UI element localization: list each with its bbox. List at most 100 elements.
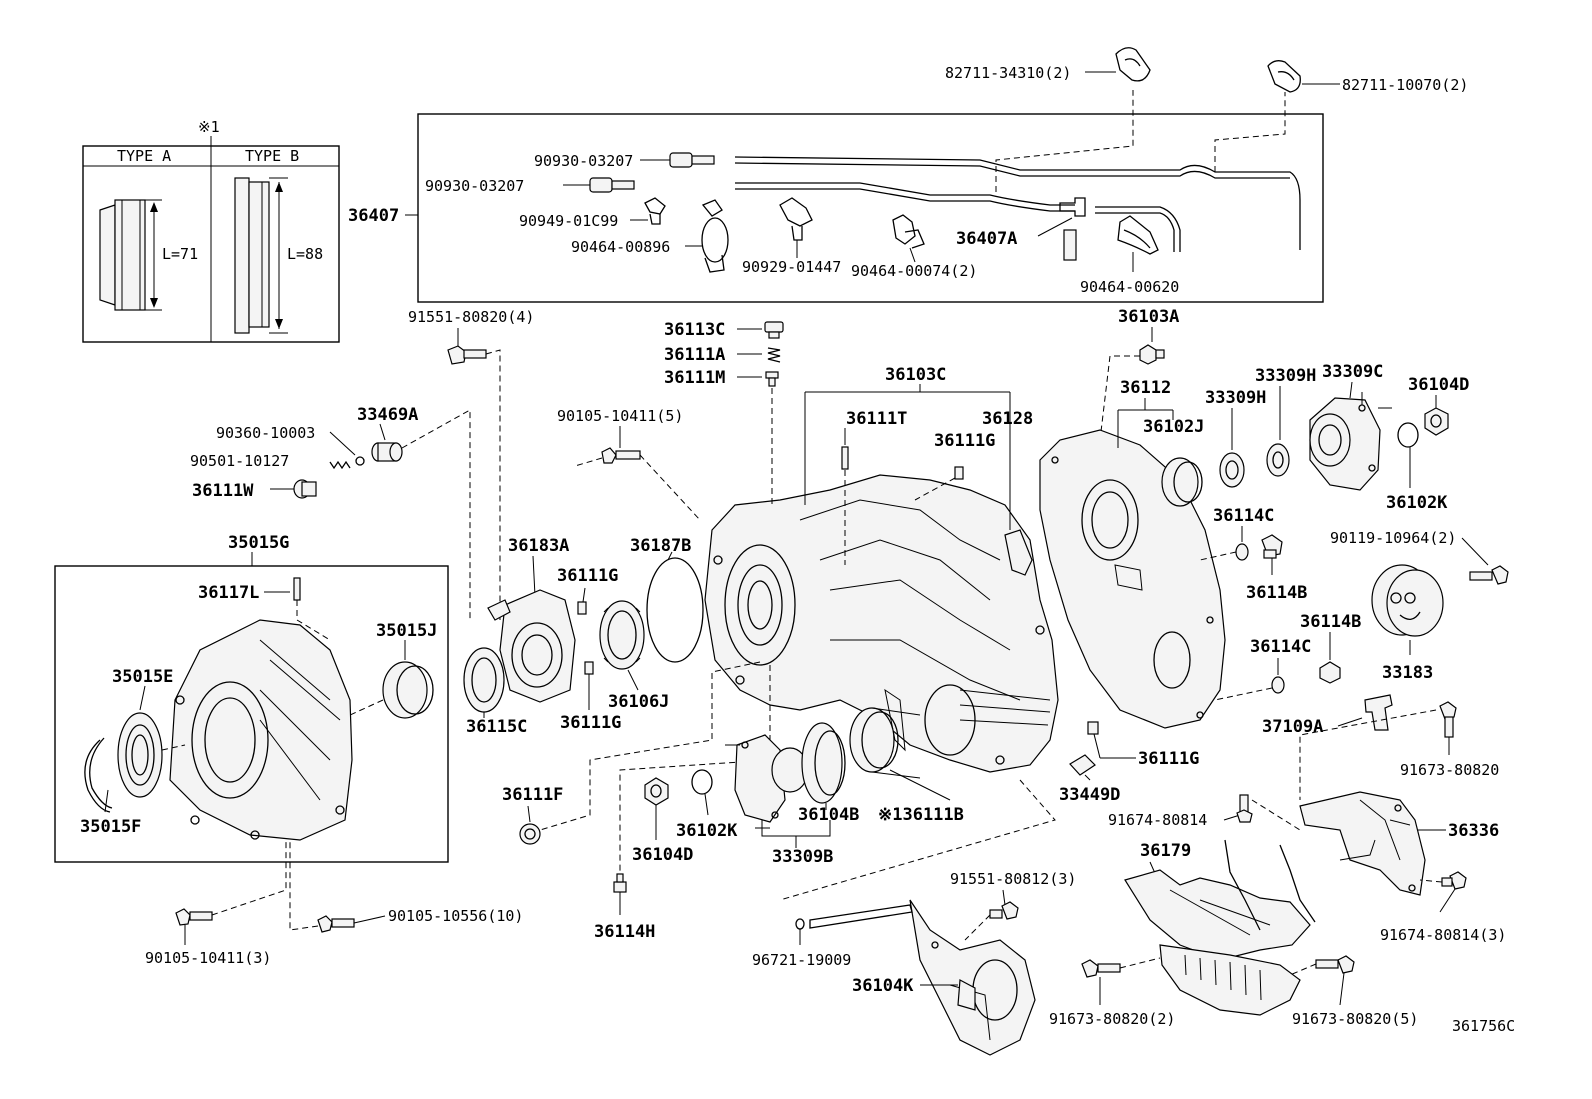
label-90929-01447: 90929-01447 — [742, 258, 841, 276]
spring-90501-10127 — [329, 460, 351, 470]
label-90464-00896: 90464-00896 — [571, 238, 670, 256]
label-36114h: 36114H — [594, 922, 655, 942]
type-a-label: TYPE A — [117, 147, 171, 165]
label-36111b: ※136111B — [878, 805, 964, 825]
label-36111a: 36111A — [664, 345, 725, 365]
label-36111g-d: 36111G — [1138, 749, 1199, 769]
label-36103a: 36103A — [1118, 307, 1179, 327]
label-35015f: 35015F — [80, 817, 141, 837]
bracket-37109a — [1364, 694, 1393, 731]
bolt-90105-10411-5 — [601, 447, 641, 464]
clamp-90464-00620 — [1117, 215, 1159, 255]
label-91551-80812: 91551-80812(3) — [950, 870, 1076, 888]
type-b-label: TYPE B — [245, 147, 299, 165]
pump-cover-36183a — [487, 589, 576, 703]
label-35015g: 35015G — [228, 533, 289, 553]
label-36187b: 36187B — [630, 536, 691, 556]
ball-90360-10003 — [355, 456, 365, 466]
label-36102k-b: 36102K — [676, 821, 738, 841]
plug-36114h — [613, 873, 627, 893]
label-36179: 36179 — [1140, 841, 1191, 861]
type-a-sleeve-drawing — [99, 199, 162, 311]
label-36407a: 36407A — [956, 229, 1017, 249]
label-36407: 36407 — [348, 206, 399, 226]
sleeve-36111b — [849, 707, 921, 779]
flange-33309b — [725, 734, 809, 829]
label-36183a: 36183A — [508, 536, 569, 556]
label-36111g-a: 36111G — [934, 431, 995, 451]
breather-hose-group: 36407 90930-03207 90930-03207 90949-01C9… — [348, 90, 1324, 303]
label-90930-03207-lower: 90930-03207 — [425, 177, 524, 195]
label-36114b-b: 36114B — [1300, 612, 1361, 632]
label-82711-10070: 82711-10070(2) — [1342, 76, 1468, 94]
label-36114c-b: 36114C — [1250, 637, 1311, 657]
clamp-82711-10070 — [1267, 60, 1301, 93]
dust-plate-36104k — [909, 899, 1036, 1056]
label-33469a: 33469A — [357, 405, 418, 425]
label-90105-10411-3: 90105-10411(3) — [145, 949, 271, 967]
nut-36104d-a — [1424, 407, 1449, 436]
type-inset-table: ※1 TYPE A TYPE B L=71 L=88 — [82, 118, 340, 343]
bolt-91674-80814 — [1236, 794, 1253, 823]
label-36336: 36336 — [1448, 821, 1499, 841]
label-36111g-b: 36111G — [557, 566, 618, 586]
skid-bracket-36179 — [1124, 839, 1316, 961]
oil-seal-36115c — [463, 647, 505, 713]
bolt-91673-80820-a — [1439, 701, 1457, 738]
label-91674-80814: 91674-80814 — [1108, 811, 1207, 829]
bolt-91674-80814-3 — [1441, 871, 1467, 890]
bracket-36336 — [1299, 791, 1426, 896]
label-36114b-a: 36114B — [1246, 583, 1307, 603]
label-82711-34310: 82711-34310(2) — [945, 64, 1071, 82]
label-96721-19009: 96721-19009 — [752, 951, 851, 969]
label-90105-10556: 90105-10556(10) — [388, 907, 523, 925]
o-ring-36187b — [646, 557, 704, 663]
label-36111g-c: 36111G — [560, 713, 621, 733]
bolt-91673-80820-2 — [1081, 959, 1121, 978]
housing-35015g-body — [169, 619, 353, 841]
shaft-96721-19009 — [795, 904, 913, 930]
label-91673-80820-2: 91673-80820(2) — [1049, 1010, 1175, 1028]
ball-36111m — [765, 371, 779, 387]
plug-36113c — [764, 321, 784, 339]
seal-35015j — [382, 661, 434, 719]
label-36111f: 36111F — [502, 785, 563, 805]
diagram-id: 361756C — [1452, 1017, 1515, 1035]
plug-36111f — [519, 823, 541, 845]
label-37109a: 37109A — [1262, 717, 1323, 737]
label-90501-10127: 90501-10127 — [190, 452, 289, 470]
washer-33309h-b — [1266, 443, 1290, 477]
label-36111w: 36111W — [192, 481, 254, 501]
pin-36111g-b — [577, 601, 587, 615]
label-33309c: 33309C — [1322, 362, 1383, 382]
label-36117l: 36117L — [198, 583, 259, 603]
label-36115c: 36115C — [466, 717, 527, 737]
clip-90929-01447 — [779, 197, 813, 241]
clamp-90464-00896 — [701, 199, 729, 273]
sleeve-33469a — [371, 442, 403, 462]
type-b-sleeve-drawing — [234, 177, 288, 334]
flange-33309c — [1309, 392, 1392, 491]
bolt-91673-80820-5 — [1315, 955, 1355, 974]
label-90464-00074: 90464-00074(2) — [851, 262, 977, 280]
note-mark: ※1 — [198, 118, 220, 136]
label-90360-10003: 90360-10003 — [216, 424, 315, 442]
label-90105-10411-5: 90105-10411(5) — [557, 407, 683, 425]
breather-hose-upper — [734, 156, 1301, 250]
label-36114c-a: 36114C — [1213, 506, 1274, 526]
label-33309h-b: 33309H — [1255, 366, 1316, 386]
bolt-91551-80820 — [447, 345, 487, 365]
bearing-35015e — [117, 712, 163, 798]
label-91673-80820: 91673-80820 — [1400, 761, 1499, 779]
label-33309h-a: 33309H — [1205, 388, 1266, 408]
label-35015j: 35015J — [376, 621, 437, 641]
bolt-90105-10556 — [317, 915, 355, 933]
label-36128: 36128 — [982, 409, 1033, 429]
plug-36111w — [293, 479, 317, 499]
clip-90464-00074 — [892, 214, 925, 249]
o-ring-36102k-a — [1397, 422, 1419, 448]
label-36111t: 36111T — [846, 409, 907, 429]
o-ring-36102k-b — [691, 769, 713, 795]
pin-36111g-a — [954, 466, 964, 480]
